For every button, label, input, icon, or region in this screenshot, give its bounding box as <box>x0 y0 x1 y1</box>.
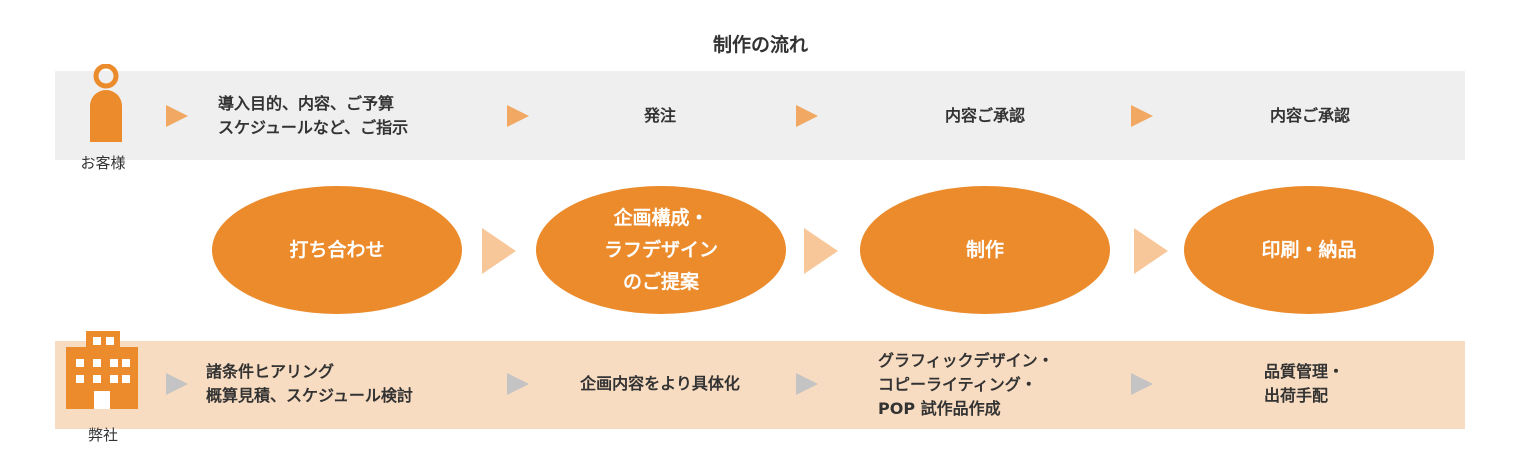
process-step-4: 印刷・納品 <box>1184 186 1434 314</box>
company-label: 弊社 <box>87 426 118 444</box>
building-icon <box>64 329 140 415</box>
company-step-4: 品質管理・ 出荷手配 <box>1264 362 1345 405</box>
arrow-icon <box>804 228 838 274</box>
arrow-icon <box>482 228 516 274</box>
process-step-3: 制作 <box>860 186 1110 314</box>
customer-step-2: 発注 <box>643 106 676 125</box>
customer-step-3: 内容ご承認 <box>944 106 1025 125</box>
customer-step-4: 内容ご承認 <box>1269 106 1350 125</box>
customer-label: お客様 <box>80 154 126 172</box>
arrow-icon <box>1131 373 1153 395</box>
company-step-3: グラフィックデザイン・ コピーライティング・ POP 試作品作成 <box>878 351 1054 418</box>
arrow-icon <box>166 105 188 127</box>
diagram-title: 制作の流れ <box>712 34 808 56</box>
company-step-2: 企画内容をより具体化 <box>580 374 740 393</box>
arrow-icon <box>796 105 818 127</box>
process-step-1: 打ち合わせ <box>212 186 462 314</box>
person-icon <box>86 63 126 150</box>
arrow-icon <box>1134 228 1168 274</box>
arrow-icon <box>1131 105 1153 127</box>
arrow-icon <box>796 373 818 395</box>
arrow-icon <box>507 373 529 395</box>
customer-band <box>55 71 1465 160</box>
company-band <box>55 341 1465 429</box>
arrow-icon <box>166 373 188 395</box>
process-step-2: 企画構成・ ラフデザイン のご提案 <box>536 186 786 314</box>
arrow-icon <box>507 105 529 127</box>
customer-step-1: 導入目的、内容、ご予算 スケジュールなど、ご指示 <box>218 94 409 137</box>
company-step-1: 諸条件ヒアリング 概算見積、スケジュール検討 <box>206 362 413 405</box>
